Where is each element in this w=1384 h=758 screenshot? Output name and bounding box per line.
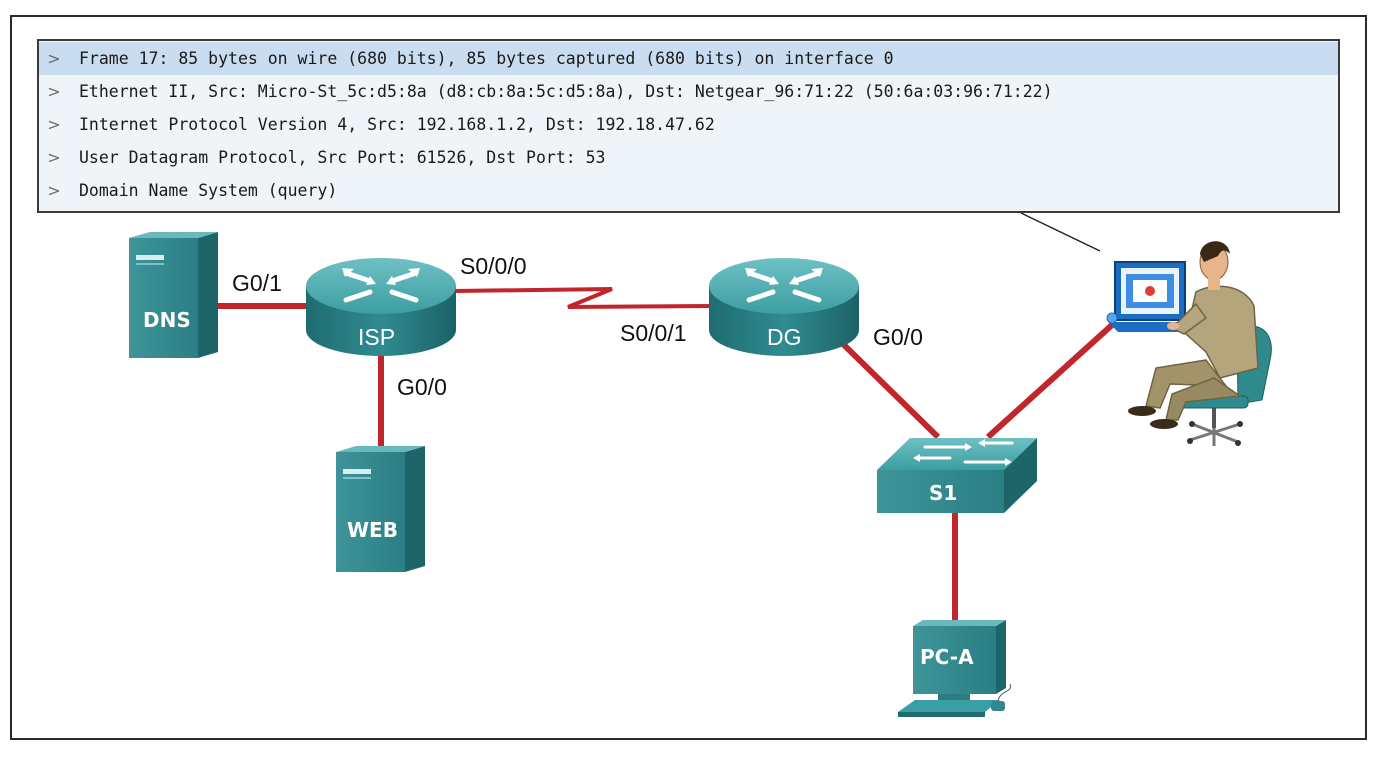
expand-chevron-icon[interactable]: > — [47, 115, 61, 134]
expand-chevron-icon[interactable]: > — [47, 148, 61, 167]
router-icon — [709, 258, 859, 356]
dns-label: DNS — [143, 308, 191, 332]
expand-chevron-icon[interactable]: > — [47, 82, 61, 101]
isp-g01-label: G0/1 — [232, 270, 282, 296]
web-server[interactable]: WEB — [336, 446, 425, 572]
link-isp-dg-serial — [453, 287, 713, 309]
packet-row-text: Internet Protocol Version 4, Src: 192.16… — [79, 115, 715, 134]
link-dg-s1 — [840, 341, 941, 440]
router-icon — [306, 258, 456, 356]
isp-label: ISP — [358, 324, 395, 350]
link-s1-analyst — [985, 322, 1115, 440]
expand-chevron-icon[interactable]: > — [47, 49, 61, 68]
isp-s000-label: S0/0/0 — [460, 253, 527, 279]
pc-icon — [898, 620, 1012, 717]
server-icon — [336, 446, 425, 572]
links — [216, 212, 1115, 624]
server-icon — [129, 232, 218, 358]
dg-g00-label: G0/0 — [873, 324, 923, 350]
packet-row-ipv4[interactable]: > Internet Protocol Version 4, Src: 192.… — [39, 108, 1338, 141]
web-label: WEB — [347, 518, 398, 542]
switch-icon — [877, 438, 1037, 513]
packet-row-text: Domain Name System (query) — [79, 181, 338, 200]
s1-label: S1 — [929, 481, 957, 505]
dns-server[interactable]: DNS — [129, 232, 218, 358]
packet-row-text: User Datagram Protocol, Src Port: 61526,… — [79, 148, 606, 167]
packet-row-text: Frame 17: 85 bytes on wire (680 bits), 8… — [79, 49, 894, 68]
callout-pointer — [1020, 212, 1101, 252]
packet-row-dns[interactable]: > Domain Name System (query) — [39, 174, 1338, 207]
expand-chevron-icon[interactable]: > — [47, 181, 61, 200]
pc-a-label: PC-A — [920, 645, 974, 669]
analyst-workstation[interactable] — [1106, 241, 1272, 446]
pc-a[interactable]: PC-A — [898, 620, 1012, 717]
dg-s001-label: S0/0/1 — [620, 320, 687, 346]
user-at-workstation-icon — [1106, 241, 1272, 446]
dg-label: DG — [767, 324, 802, 350]
s1-switch[interactable]: S1 — [877, 438, 1037, 513]
packet-details-pane: > Frame 17: 85 bytes on wire (680 bits),… — [37, 39, 1340, 213]
isp-g00-label: G0/0 — [397, 374, 447, 400]
packet-row-ethernet[interactable]: > Ethernet II, Src: Micro-St_5c:d5:8a (d… — [39, 75, 1338, 108]
packet-row-text: Ethernet II, Src: Micro-St_5c:d5:8a (d8:… — [79, 82, 1053, 101]
packet-row-frame[interactable]: > Frame 17: 85 bytes on wire (680 bits),… — [39, 42, 1338, 75]
isp-router[interactable]: ISP — [306, 258, 456, 356]
packet-row-udp[interactable]: > User Datagram Protocol, Src Port: 6152… — [39, 141, 1338, 174]
dg-router[interactable]: DG — [709, 258, 859, 356]
